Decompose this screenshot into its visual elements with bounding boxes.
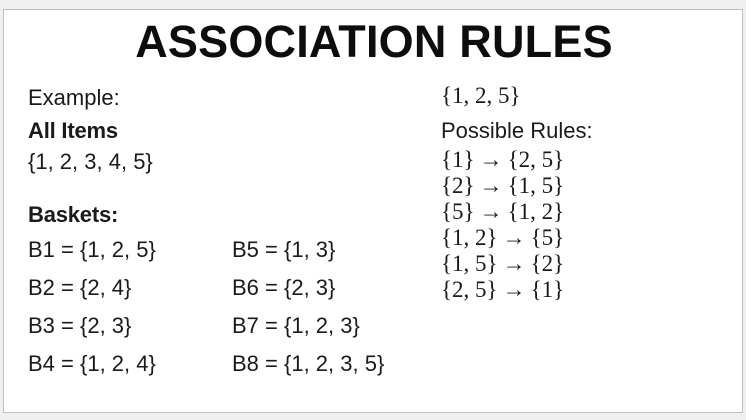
- right-arrow-icon: →: [479, 173, 503, 198]
- rule-item: {1}→{2, 5}: [441, 147, 731, 173]
- rule-consequent: {2}: [530, 251, 565, 276]
- rule-antecedent: {1, 2}: [441, 225, 498, 250]
- example-label: Example:: [28, 85, 120, 110]
- basket-item: B2 = {2, 4}: [28, 275, 132, 300]
- possible-rules-heading: Possible Rules:: [441, 118, 593, 143]
- right-arrow-icon: →: [502, 225, 526, 250]
- section-spacer: [28, 177, 448, 199]
- rule-consequent: {1}: [530, 277, 565, 302]
- rule-consequent: {5}: [530, 225, 565, 250]
- basket-item: B4 = {1, 2, 4}: [28, 351, 156, 376]
- all-items-heading: All Items: [28, 118, 118, 143]
- rule-antecedent: {2}: [441, 173, 475, 198]
- baskets-heading: Baskets:: [28, 202, 119, 227]
- basket-item: B7 = {1, 2, 3}: [232, 313, 360, 338]
- rules-list: {1}→{2, 5} {2}→{1, 5} {5}→{1, 2} {1, 2}→…: [441, 147, 731, 303]
- rule-consequent: {1, 2}: [507, 199, 565, 224]
- basket-item: B6 = {2, 3}: [232, 275, 336, 300]
- rule-item: {5}→{1, 2}: [441, 199, 731, 225]
- rule-antecedent: {1, 5}: [441, 251, 498, 276]
- rule-antecedent: {1}: [441, 147, 475, 172]
- rule-item: {2}→{1, 5}: [441, 173, 731, 199]
- rule-antecedent: {5}: [441, 199, 475, 224]
- rule-item: {2, 5}→{1}: [441, 277, 731, 303]
- right-content-column: {1, 2, 5} Possible Rules: {1}→{2, 5} {2}…: [441, 82, 731, 303]
- rule-item: {1, 5}→{2}: [441, 251, 731, 277]
- right-arrow-icon: →: [479, 147, 503, 172]
- baskets-grid: B1 = {1, 2, 5} B5 = {1, 3} B2 = {2, 4} B…: [28, 236, 448, 378]
- basket-item: B8 = {1, 2, 3, 5}: [232, 351, 385, 376]
- left-content-column: Example: All Items {1, 2, 3, 4, 5} Baske…: [28, 82, 448, 378]
- rule-antecedent: {2, 5}: [441, 277, 498, 302]
- target-itemset: {1, 2, 5}: [441, 83, 521, 108]
- basket-item: B5 = {1, 3}: [232, 237, 336, 262]
- basket-item: B1 = {1, 2, 5}: [28, 237, 156, 262]
- right-arrow-icon: →: [479, 199, 503, 224]
- all-items-set-value: {1, 2, 3, 4, 5}: [28, 149, 153, 174]
- rule-consequent: {2, 5}: [507, 147, 565, 172]
- page-title: ASSOCIATION RULES: [135, 16, 613, 67]
- right-arrow-icon: →: [502, 251, 526, 276]
- slide-canvas: ASSOCIATION RULES Example: All Items {1,…: [3, 9, 743, 413]
- rule-consequent: {1, 5}: [507, 173, 565, 198]
- right-arrow-icon: →: [502, 277, 526, 302]
- basket-item: B3 = {2, 3}: [28, 313, 132, 338]
- rule-item: {1, 2}→{5}: [441, 225, 731, 251]
